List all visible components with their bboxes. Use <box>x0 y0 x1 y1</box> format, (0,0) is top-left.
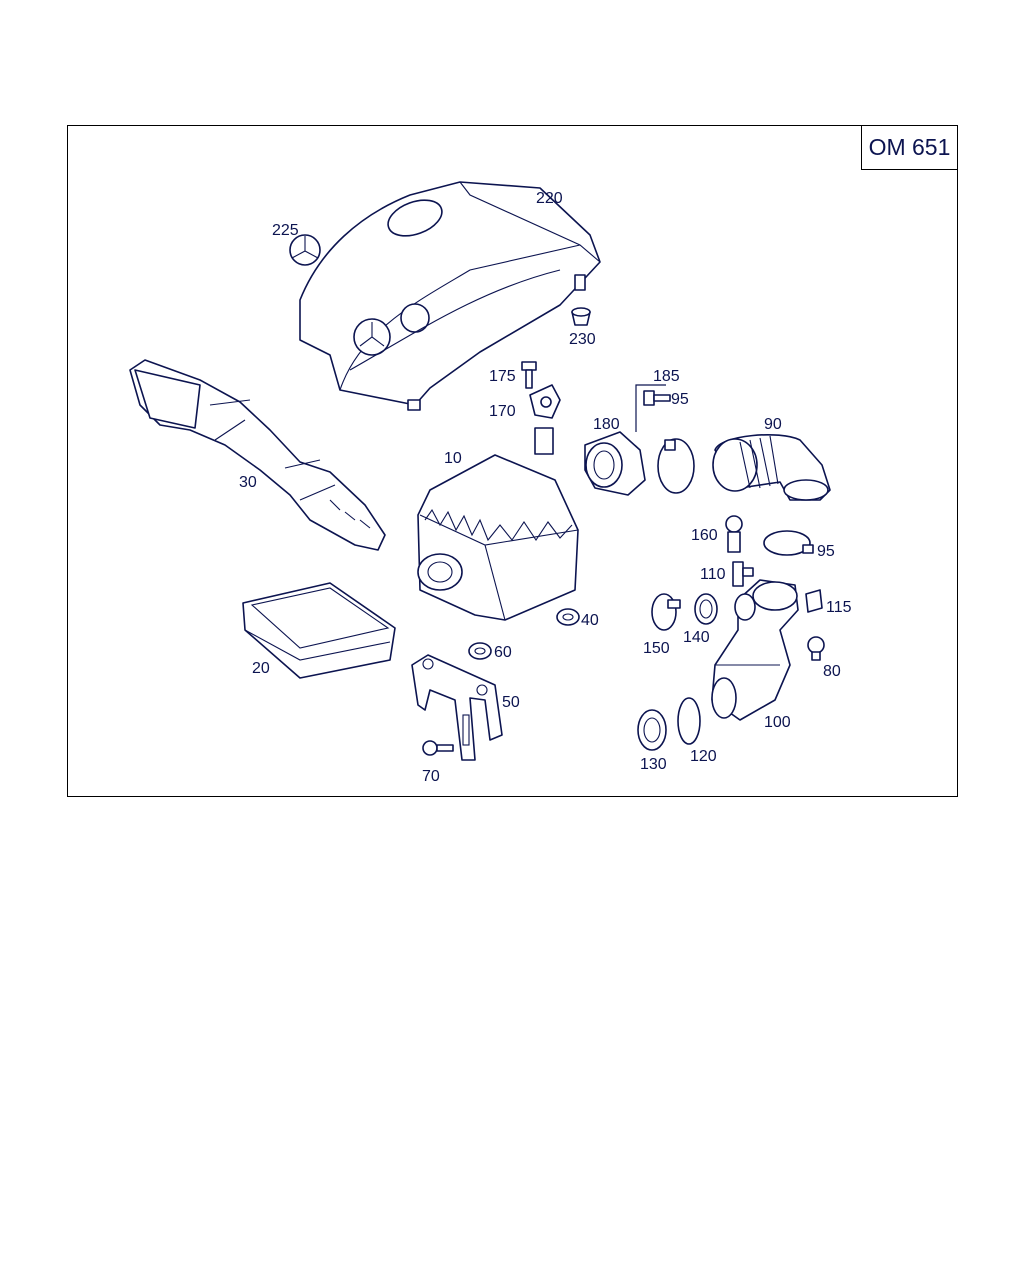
bolt-70 <box>422 740 454 756</box>
callout-115: 115 <box>826 599 852 616</box>
emblem-225 <box>289 234 321 266</box>
bracket-50 <box>411 654 503 761</box>
air-duct-90 <box>712 434 831 501</box>
engine-code-label: OM 651 <box>861 125 958 170</box>
callout-160: 160 <box>691 527 718 544</box>
callout-80: 80 <box>823 663 841 680</box>
callout-225: 225 <box>272 222 299 239</box>
callout-175: 175 <box>489 368 516 385</box>
callout-30: 30 <box>239 474 257 491</box>
hose-clamp-95-lower <box>763 530 814 556</box>
callout-10: 10 <box>444 450 462 467</box>
filter-element-20 <box>242 582 396 679</box>
callout-150: 150 <box>643 640 670 657</box>
clip-115 <box>805 589 823 613</box>
fitting-160 <box>725 515 743 553</box>
bolt-80 <box>807 636 825 661</box>
callout-185: 185 <box>653 368 680 385</box>
callout-40: 40 <box>581 612 599 629</box>
callout-180: 180 <box>593 416 620 433</box>
callout-120: 120 <box>690 748 717 765</box>
seal-130 <box>637 709 667 751</box>
callout-230: 230 <box>569 331 596 348</box>
hose-clamp-150 <box>651 593 681 631</box>
engine-cover-220 <box>299 181 601 411</box>
callout-170: 170 <box>489 403 516 420</box>
callout-95-upper: 95 <box>671 391 689 408</box>
callout-70: 70 <box>422 768 440 785</box>
hose-clamp-95-upper <box>657 438 695 494</box>
grommet-230 <box>571 307 591 326</box>
seal-ring-140 <box>694 593 718 625</box>
callout-130: 130 <box>640 756 667 773</box>
callout-60: 60 <box>494 644 512 661</box>
grommet-60 <box>468 642 492 660</box>
diagram-frame <box>67 125 958 797</box>
sensor-170 <box>529 384 561 419</box>
callout-220: 220 <box>536 190 563 207</box>
screw-185 <box>643 390 671 406</box>
intake-duct-30 <box>129 359 386 551</box>
screw-175 <box>521 361 537 389</box>
callout-140: 140 <box>683 629 710 646</box>
hose-clamp-120 <box>677 697 701 745</box>
air-filter-housing-10 <box>417 427 579 621</box>
callout-110: 110 <box>700 566 726 583</box>
grommet-40 <box>556 608 580 626</box>
callout-100: 100 <box>764 714 791 731</box>
callout-95-lower: 95 <box>817 543 835 560</box>
callout-50: 50 <box>502 694 520 711</box>
intake-elbow-100 <box>711 579 799 721</box>
callout-20: 20 <box>252 660 270 677</box>
leader-line-185 <box>635 384 666 432</box>
callout-90: 90 <box>764 416 782 433</box>
connector-110 <box>732 561 754 587</box>
air-mass-sensor-180 <box>584 431 646 496</box>
